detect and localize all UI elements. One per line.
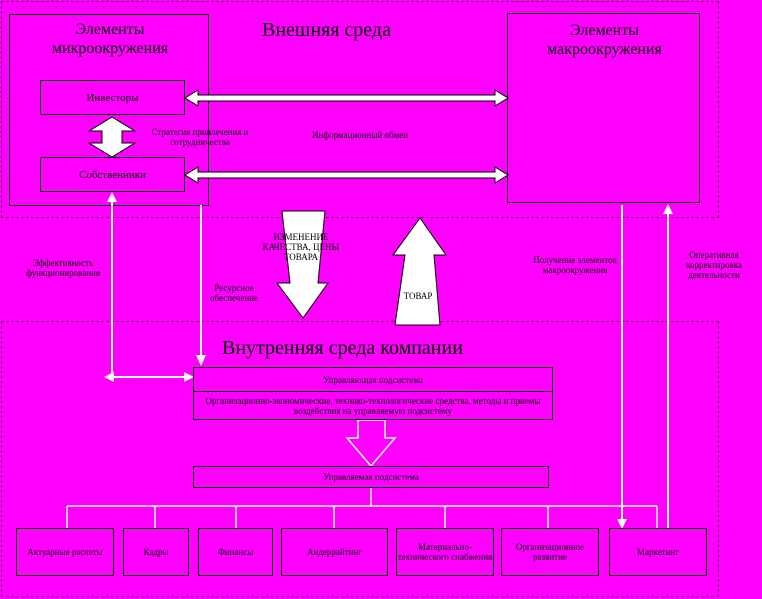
resources-arrow-head xyxy=(196,355,206,366)
internal-environment-title: Внутренняя среда компании xyxy=(222,337,463,359)
correction-label: Оперативная корректировка деятельности xyxy=(686,250,742,280)
receiving-label: Получение элементов макроокружения xyxy=(533,255,617,275)
price-change-label: ИЗМЕНЕНИЕ КАЧЕСТВА, ЦЕНЫ ТОВАРА xyxy=(262,232,340,262)
unit-underwriting: Андеррайтинг xyxy=(281,528,388,576)
efficiency-label: Эффективность функционирования xyxy=(26,258,100,278)
efficiency-arrow-head-right xyxy=(184,372,194,382)
receiving-arrow-head xyxy=(617,519,627,529)
external-environment-frame xyxy=(1,1,719,218)
resources-label: Ресурсное обеспечение xyxy=(210,283,258,303)
external-environment-title: Внешняя среда xyxy=(262,19,391,41)
micro-environment-title: Элементы микроокружения xyxy=(51,21,169,57)
efficiency-arrow-head-up xyxy=(107,192,117,202)
efficiency-arrow-head-left xyxy=(104,372,114,382)
investors-exchange-arrow xyxy=(184,89,509,107)
unit-personnel: Кадры xyxy=(123,528,189,576)
interaction-strategy-label: Стратегия привлечения и сотрудничества xyxy=(151,127,249,147)
unit-supply: Материально-технического снабжения xyxy=(396,528,494,576)
unit-tree-lines xyxy=(66,488,658,528)
correction-arrow-head xyxy=(663,204,673,214)
owners-box: Собственники xyxy=(40,157,185,192)
goods-arrow xyxy=(392,217,447,326)
price-change-arrow xyxy=(276,210,329,319)
unit-org-development: Организационное развитие xyxy=(501,528,599,576)
managed-subsystem-box: Управляемая подсистема xyxy=(193,466,549,488)
unit-actuarial: Актуарные расчеты xyxy=(16,528,114,576)
efficiency-arrow xyxy=(111,202,185,378)
investors-owners-arrow xyxy=(87,116,137,158)
info-exchange-label: Информационный обмен xyxy=(311,130,409,140)
unit-finance: Финансы xyxy=(198,528,273,576)
goods-label: ТОВАР xyxy=(403,291,433,301)
control-arrow xyxy=(345,419,397,468)
internal-environment-frame xyxy=(1,321,719,597)
investors-box: Инвесторы xyxy=(40,80,185,115)
owners-exchange-arrow xyxy=(184,166,509,184)
macro-environment-box: Элементы макроокружения xyxy=(507,13,700,203)
methods-box: Организационно-экономические, технико-те… xyxy=(193,391,553,420)
macro-environment-title: Элементы макроокружения xyxy=(547,22,662,58)
unit-marketing: Маркетинг xyxy=(609,528,707,576)
managing-subsystem-box: Управляющая подсистема xyxy=(193,367,553,392)
